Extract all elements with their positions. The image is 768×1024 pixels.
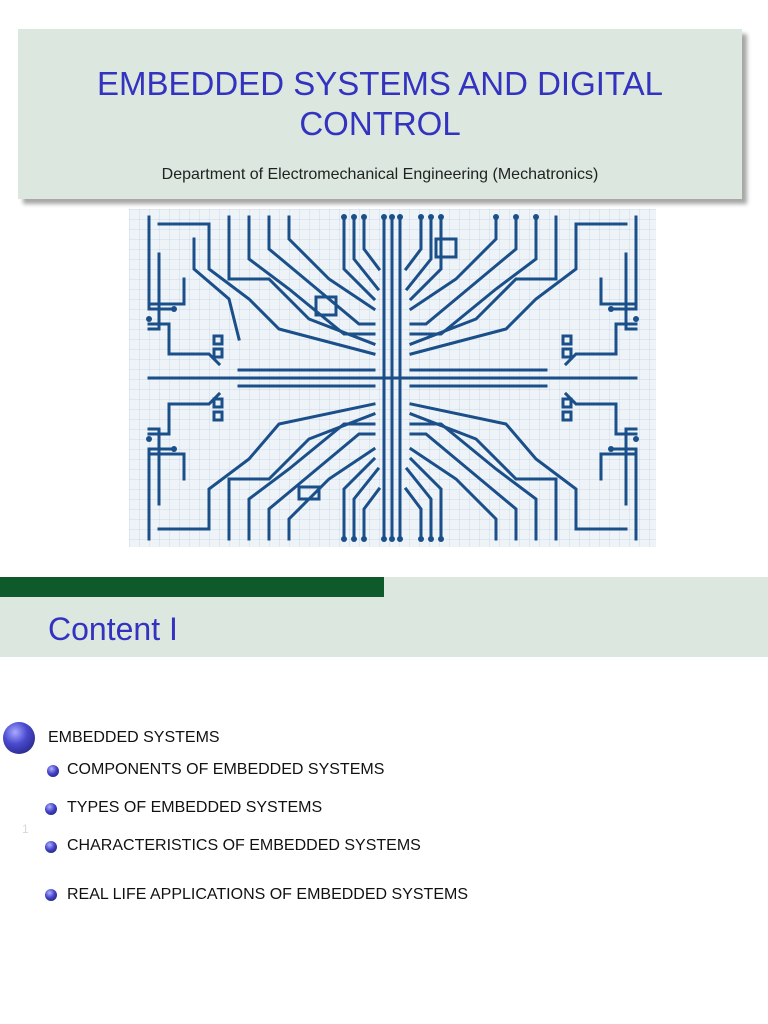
header-accent-bar-light bbox=[384, 577, 768, 597]
bullet-sphere-small-icon bbox=[45, 841, 57, 853]
title-panel: EMBEDDED SYSTEMS AND DIGITAL CONTROL Dep… bbox=[18, 29, 742, 199]
department-subtitle: Department of Electromechanical Engineer… bbox=[161, 166, 599, 183]
bullet-sphere-small-icon bbox=[47, 765, 59, 777]
header-accent-bar bbox=[0, 577, 384, 597]
toc-item: TYPES OF EMBEDDED SYSTEMS bbox=[67, 799, 323, 816]
bullet-sphere-small-icon bbox=[45, 889, 57, 901]
toc-section: EMBEDDED SYSTEMS bbox=[48, 729, 220, 746]
toc-item: COMPONENTS OF EMBEDDED SYSTEMS bbox=[67, 761, 385, 778]
circuit-board-image bbox=[129, 209, 656, 547]
presentation-title: EMBEDDED SYSTEMS AND DIGITAL CONTROL bbox=[97, 65, 663, 142]
bullet-sphere-small-icon bbox=[45, 803, 57, 815]
bullet-sphere-icon bbox=[3, 722, 35, 754]
toc-item: REAL LIFE APPLICATIONS OF EMBEDDED SYSTE… bbox=[67, 886, 468, 903]
content-header: Content I bbox=[0, 597, 768, 657]
toc-item: CHARACTERISTICS OF EMBEDDED SYSTEMS bbox=[67, 837, 421, 854]
stray-mark: 1 bbox=[22, 822, 29, 836]
content-heading: Content I bbox=[48, 611, 178, 647]
